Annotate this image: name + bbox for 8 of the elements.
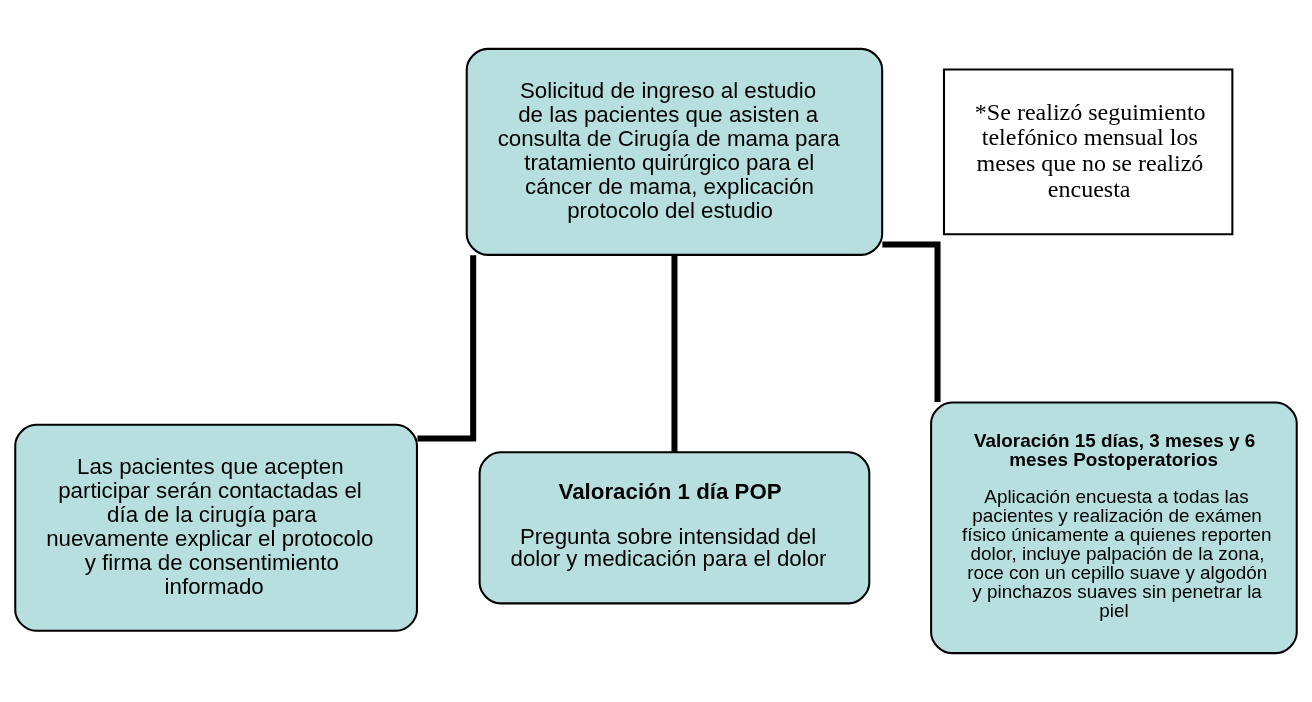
- node-box: Valoración 15 días, 3 meses y 6 meses Postoperatorios Aplicación encuesta a todas las pacientes y realización de exámen físico únicamente a quienes reporten dolor, incluye palpación de la zona, roce con un cepillo suave y algodón y pinchazos suaves sin penetrar la piel: [930, 401, 1298, 655]
- node-box: Solicitud de ingreso al estudio de las pacientes que asisten a consulta de Cirugía de mama para tratamiento quirúrgico para el cáncer de mama, explicación protocolo del estudio: [465, 47, 884, 256]
- node-box: Las pacientes que acepten participar serán contactadas el día de la cirugía para nuevamente explicar el protocolo y firma de consentimiento informado: [14, 423, 418, 632]
- connector: [671, 255, 678, 453]
- connector: [882, 241, 941, 402]
- connector: [417, 255, 477, 442]
- node-box: Valoración 1 día POP Pregunta sobre intensidad del dolor y medicación para el dolor: [478, 451, 871, 605]
- node-box: *Se realizó seguimiento telefónico mensual los meses que no se realizó encuesta: [942, 68, 1234, 236]
